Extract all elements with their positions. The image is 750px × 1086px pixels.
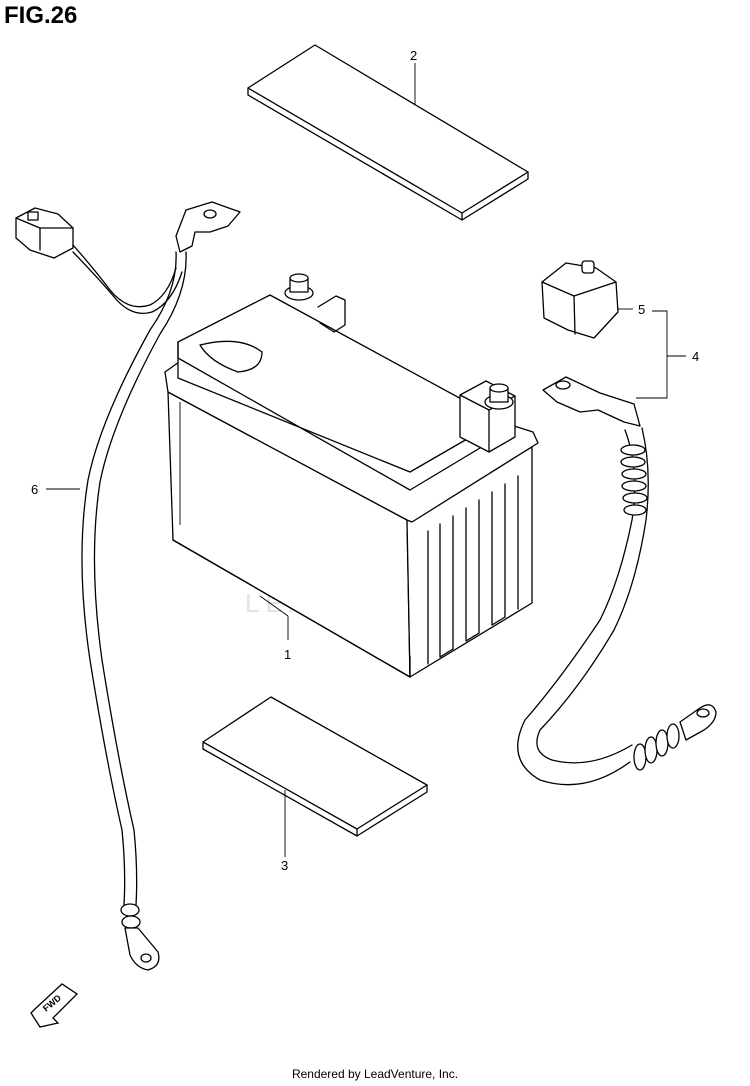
positive-lead [517, 376, 717, 786]
render-credit: Rendered by LeadVenture, Inc. [291, 1067, 459, 1081]
callout-2: 2 [410, 48, 417, 63]
leader-lines [46, 63, 686, 857]
negative-lead-connector [15, 207, 74, 259]
positive-lead-sleeve [620, 444, 648, 516]
battery [164, 273, 539, 678]
terminal-bolt-negative [484, 383, 514, 410]
negative-lead-terminal [120, 903, 160, 971]
figure-title: FIG.26 [4, 2, 78, 29]
top-pad [247, 44, 529, 221]
positive-lead-end-sleeve [633, 723, 680, 771]
callout-3: 3 [281, 858, 288, 873]
negative-lead [15, 201, 241, 971]
battery-side-ribs [427, 475, 519, 665]
terminal-cover [541, 260, 619, 339]
terminal-bolt-positive [284, 273, 314, 301]
callout-6: 6 [31, 482, 38, 497]
bottom-pad [202, 696, 428, 837]
callout-5: 5 [638, 302, 645, 317]
callout-1: 1 [284, 647, 291, 662]
callout-4: 4 [692, 349, 699, 364]
fwd-arrow-icon: FWD [30, 983, 79, 1028]
